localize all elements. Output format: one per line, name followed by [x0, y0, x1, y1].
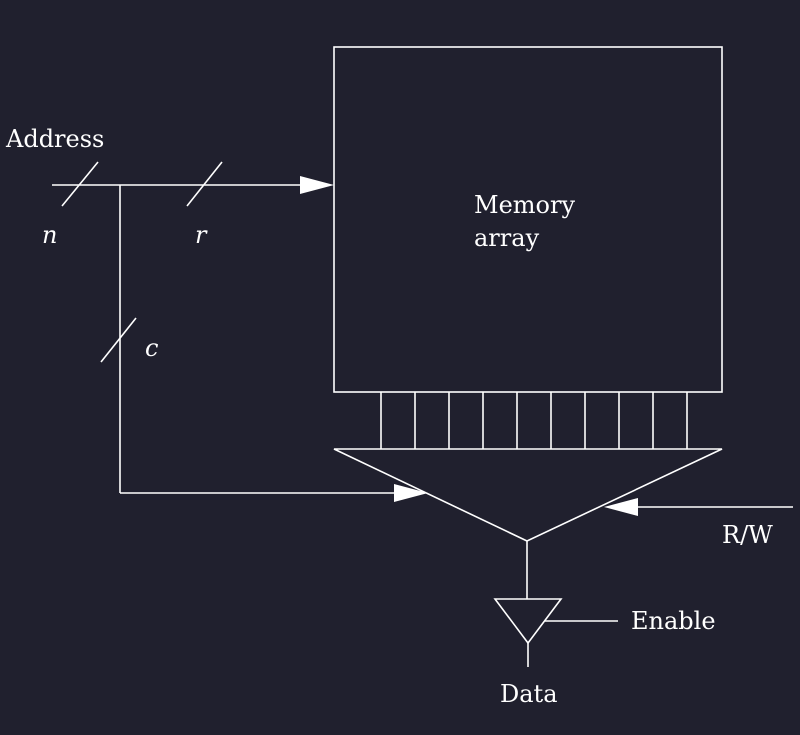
- bus-width-r: r: [195, 221, 208, 249]
- memory-array-box: [333, 46, 723, 393]
- column-lines: [380, 392, 688, 449]
- bus-slash-r: [186, 161, 223, 207]
- bus-slash-c: [100, 317, 137, 363]
- bus-slash-n: [61, 161, 99, 207]
- data-label: Data: [500, 680, 558, 708]
- bus-width-c: c: [145, 334, 158, 362]
- address-label: Address: [5, 125, 104, 153]
- memory-array-label-line1: Memory: [474, 191, 575, 219]
- rw-arrowhead: [604, 498, 638, 516]
- column-mux-triangle: [333, 448, 723, 542]
- tristate-buffer-triangle: [493, 598, 563, 645]
- memory-array-label-line2: array: [474, 224, 540, 252]
- address-arrowhead: [300, 176, 334, 194]
- column-bus-arrowhead: [394, 484, 428, 502]
- bus-width-n: n: [42, 221, 57, 249]
- enable-label: Enable: [631, 607, 716, 635]
- rw-label: R/W: [722, 521, 773, 549]
